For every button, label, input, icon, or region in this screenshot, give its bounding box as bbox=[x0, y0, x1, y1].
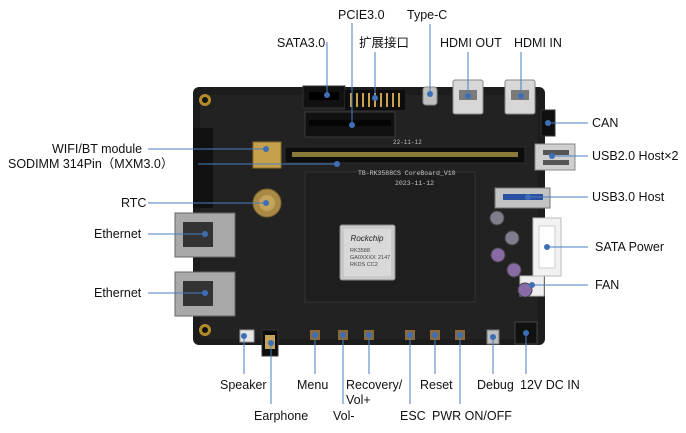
label-recovery: Recovery/ bbox=[346, 378, 403, 392]
label-dc-in: 12V DC IN bbox=[520, 378, 580, 392]
label-hdmi-out: HDMI OUT bbox=[440, 36, 502, 50]
dot-hdmi-in bbox=[518, 93, 524, 99]
label-vol-minus: Vol- bbox=[333, 409, 355, 423]
label-menu: Menu bbox=[297, 378, 329, 392]
label-sata30: SATA3.0 bbox=[277, 36, 326, 50]
dot-pcie bbox=[349, 122, 355, 128]
dot-usb20 bbox=[549, 153, 555, 159]
label-ethernet-2: Ethernet bbox=[94, 286, 142, 300]
label-debug: Debug bbox=[477, 378, 514, 392]
dot-sata-power bbox=[544, 244, 550, 250]
label-usb30: USB3.0 Host bbox=[592, 190, 665, 204]
label-usb20: USB2.0 Host×2 bbox=[592, 149, 679, 163]
label-expansion: 扩展接口 bbox=[359, 36, 410, 50]
label-typec: Type-C bbox=[407, 8, 448, 22]
dot-pwr bbox=[457, 332, 463, 338]
label-can: CAN bbox=[592, 116, 619, 130]
dot-wifi bbox=[263, 146, 269, 152]
dot-can bbox=[545, 120, 551, 126]
dot-speaker bbox=[241, 333, 247, 339]
usb20-port bbox=[534, 143, 576, 171]
label-pwr: PWR ON/OFF bbox=[432, 409, 512, 423]
label-sodimm: SODIMM 314Pin（MXM3.0） bbox=[8, 157, 174, 171]
label-reset: Reset bbox=[420, 378, 453, 392]
dot-earphone bbox=[268, 340, 274, 346]
dot-rtc bbox=[263, 200, 269, 206]
dot-typec bbox=[427, 91, 433, 97]
dot-sodimm bbox=[334, 161, 340, 167]
dot-dc bbox=[523, 330, 529, 336]
dot-reset bbox=[432, 332, 438, 338]
silk-top: 22-11-12 bbox=[393, 139, 422, 146]
dot-recovery bbox=[366, 332, 372, 338]
dot-eth2 bbox=[202, 290, 208, 296]
dot-menu bbox=[312, 332, 318, 338]
label-wifi-bt: WIFI/BT module bbox=[52, 142, 143, 156]
dot-esc bbox=[407, 332, 413, 338]
label-ethernet-1: Ethernet bbox=[94, 227, 142, 241]
dot-eth1 bbox=[202, 231, 208, 237]
capacitor bbox=[489, 210, 505, 226]
dot-hdmi-out bbox=[465, 93, 471, 99]
capacitor bbox=[490, 247, 506, 263]
chip-brand: Rockchip bbox=[351, 234, 384, 243]
capacitor bbox=[506, 262, 522, 278]
chip-line-3: 2147 bbox=[378, 255, 390, 261]
chip-line-1: RK3588 bbox=[350, 248, 370, 254]
label-vol-plus: Vol+ bbox=[346, 393, 371, 407]
label-pcie30: PCIE3.0 bbox=[338, 8, 385, 22]
dot-expansion bbox=[372, 95, 378, 101]
label-hdmi-in: HDMI IN bbox=[514, 36, 562, 50]
dot-fan bbox=[529, 282, 535, 288]
chip-line-4: RKDS CC2 bbox=[350, 262, 378, 268]
label-fan: FAN bbox=[595, 278, 620, 292]
label-speaker: Speaker bbox=[220, 378, 267, 392]
label-sata-power: SATA Power bbox=[595, 240, 665, 254]
silk-date: 2023-11-12 bbox=[395, 180, 434, 187]
dot-usb30 bbox=[525, 194, 531, 200]
capacitor bbox=[517, 282, 533, 298]
dot-vol-minus bbox=[340, 332, 346, 338]
label-rtc: RTC bbox=[121, 196, 147, 210]
capacitor bbox=[504, 230, 520, 246]
label-earphone: Earphone bbox=[254, 409, 309, 423]
label-esc: ESC bbox=[400, 409, 426, 423]
dot-sata bbox=[324, 92, 330, 98]
dot-debug bbox=[490, 334, 496, 340]
antenna-area bbox=[193, 128, 213, 208]
silk-name: TB-RK3588CS CoreBoard_V10 bbox=[358, 170, 456, 177]
chip-line-2: GA0XXXX bbox=[350, 255, 376, 261]
